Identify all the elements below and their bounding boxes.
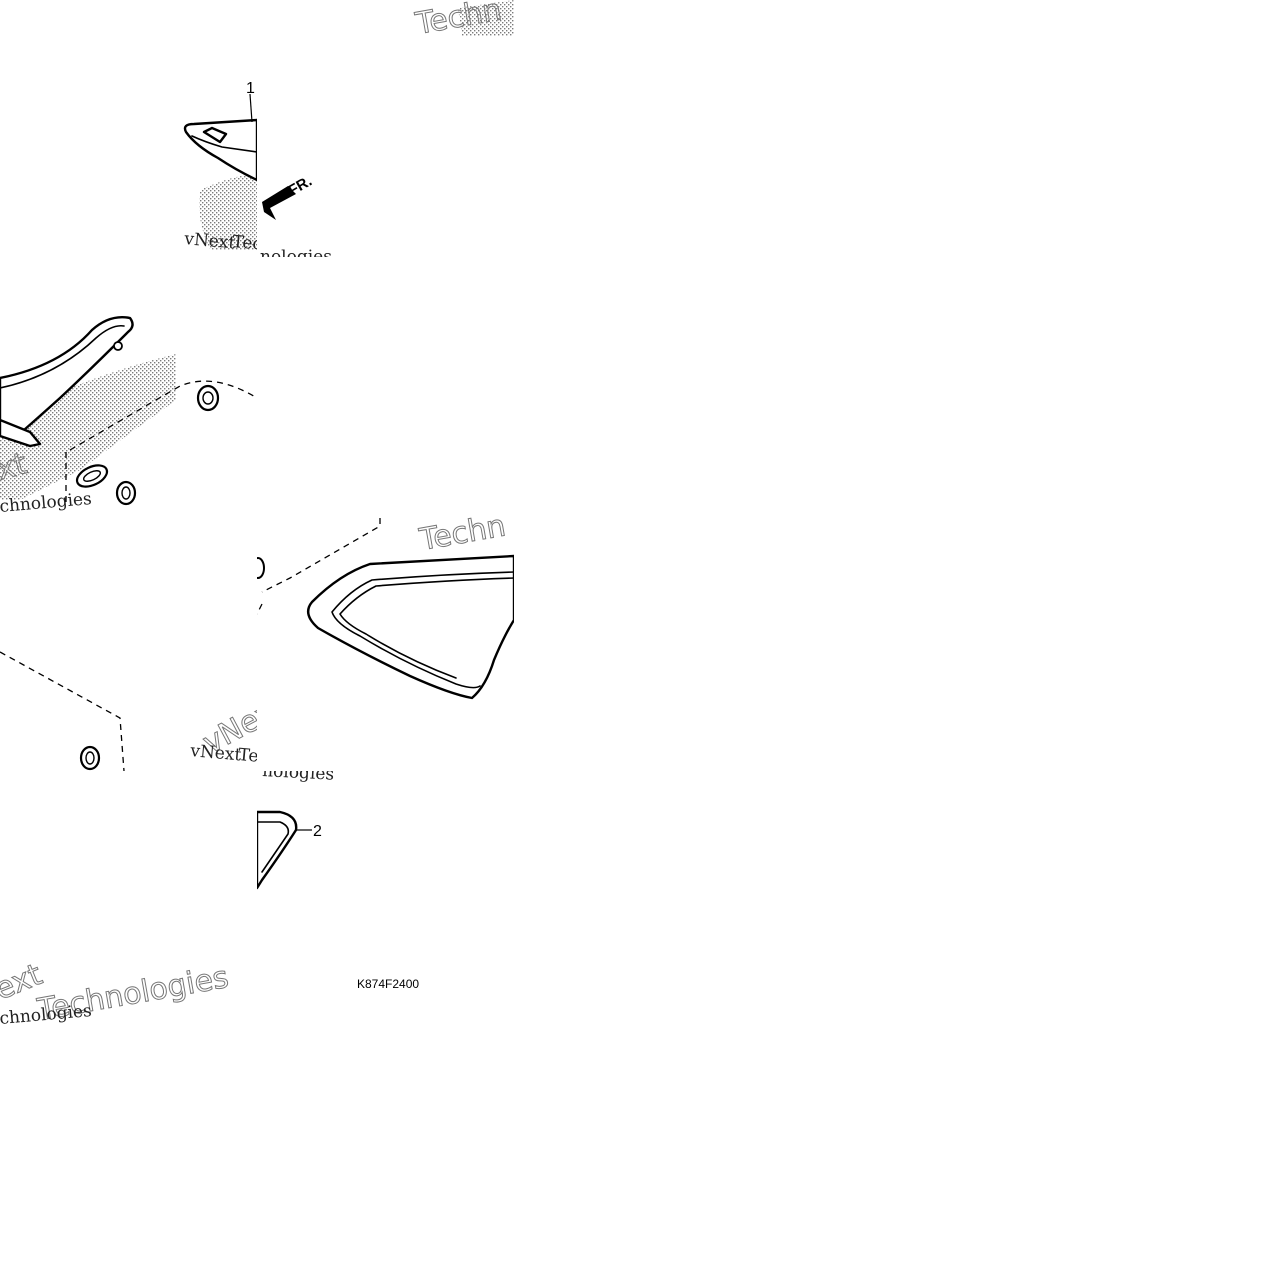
grommet-oval	[450, 274, 480, 299]
tile-front-arrow: Techn FR. ONDA nologies F-25	[257, 0, 519, 388]
watermark-nologies-h: nologies	[262, 761, 335, 785]
watermark-shading-top	[458, 0, 514, 36]
dashed-seat-line	[65, 380, 257, 505]
watermark-brand: ONDA	[262, 265, 352, 300]
side-cover-inner-line	[331, 571, 514, 689]
dashed-lower-line	[0, 651, 125, 771]
diagram-code: K874F2400	[357, 977, 419, 991]
watermark-chnologies-bottom: chnologies	[0, 1001, 93, 1029]
seat-hook-part	[202, 126, 228, 144]
watermark-nologies: nologies	[260, 247, 332, 267]
callout-2-number: 2	[313, 823, 322, 840]
cover-corner-inner	[257, 821, 290, 873]
callout-1-leader	[249, 93, 253, 123]
seat-rear-outline	[183, 118, 257, 182]
seat-latch-bracket	[0, 418, 42, 448]
grommet-seat-2	[115, 480, 137, 506]
grommet-lower	[79, 745, 101, 771]
grommet-seat-oval	[75, 464, 109, 488]
grommet-cover-edge	[257, 557, 265, 579]
watermark-shading-mid	[0, 354, 176, 500]
brand-shading	[257, 262, 436, 292]
seat-edge-line	[191, 135, 257, 153]
tile-seat-body: xt chnologies	[0, 316, 257, 514]
seat-contour-line	[0, 324, 125, 389]
front-direction-arrow	[262, 186, 296, 220]
watermark-tec-fragment: Tec	[232, 232, 263, 255]
reference-down-arrow	[484, 346, 514, 366]
watermark-techn-mid: Techn	[416, 508, 508, 558]
tile-side-cover: Techn	[257, 508, 514, 700]
callout-1-number: 1	[246, 80, 255, 97]
watermark-tec-lower: Tec	[238, 745, 269, 768]
watermark-vnext-tec: vNext	[183, 229, 237, 253]
tile-seat-tip: 1 vNext Tec	[183, 80, 263, 255]
dashed-cover-line	[257, 518, 381, 615]
grommet-round	[501, 302, 519, 324]
tile-callout-2: nologies 2 K874F2400	[257, 761, 419, 991]
tile-lower-left: vNext vNext Tec	[0, 651, 269, 771]
seat-bolt	[113, 341, 123, 351]
watermark-vnext-lower: vNext	[189, 741, 243, 765]
dashed-assembly-line	[340, 258, 514, 336]
grommet-seat-1	[196, 384, 220, 412]
reference-label: F-25	[482, 369, 517, 388]
tile-bottom-left: ext Technologies chnologies	[0, 957, 232, 1029]
side-cover-outline	[306, 554, 514, 700]
side-cover-trim-line	[339, 577, 514, 679]
watermark-shading	[199, 175, 257, 250]
